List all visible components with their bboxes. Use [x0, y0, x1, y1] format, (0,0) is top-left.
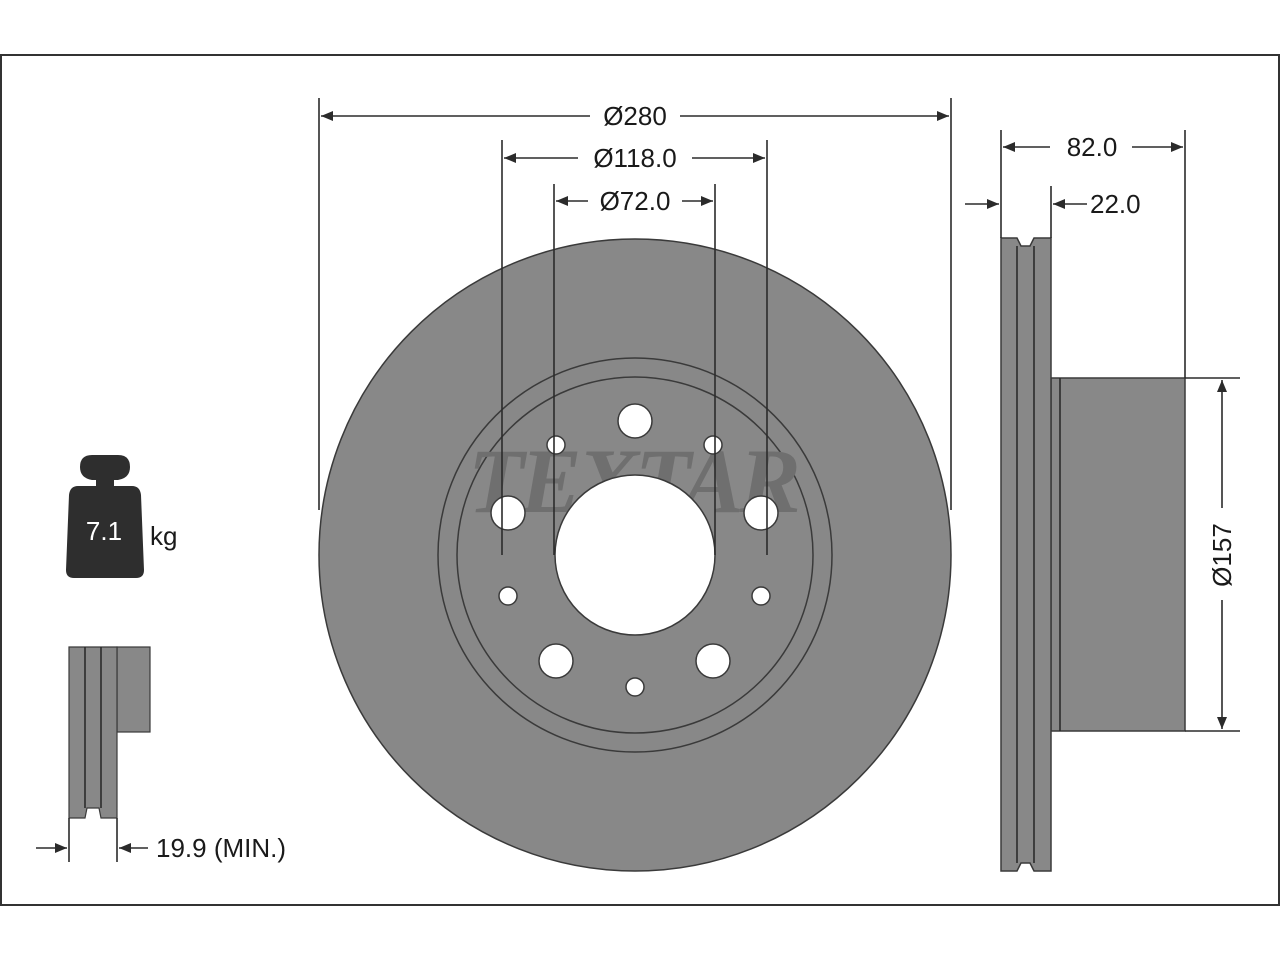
detail-hat [116, 646, 151, 733]
bolt-hole [695, 643, 731, 679]
center-bore [554, 474, 716, 636]
small-hole [625, 677, 645, 697]
dim-thickness-label: 22.0 [1090, 189, 1141, 219]
bolt-hole [743, 495, 779, 531]
weight-icon: 7.1 [66, 455, 144, 578]
small-hole [498, 586, 518, 606]
min-thickness-detail: 19.9 (MIN.) [36, 646, 286, 863]
dim-hat-diameter-label: Ø157 [1207, 523, 1237, 587]
weight-value: 7.1 [86, 516, 122, 546]
disc-side-view [1000, 237, 1186, 872]
detail-ring [68, 646, 118, 819]
disc-front-view: TEXTAR [318, 238, 952, 872]
small-hole [546, 435, 566, 455]
dim-bolt-circle: Ø118.0 [504, 143, 765, 173]
dim-thickness: 22.0 [965, 189, 1141, 219]
dim-height: 82.0 [1003, 132, 1183, 162]
small-hole [751, 586, 771, 606]
bolt-hole [538, 643, 574, 679]
bolt-hole [490, 495, 526, 531]
side-hat [1050, 377, 1186, 732]
side-friction-ring [1000, 237, 1052, 872]
dim-min-thickness-label: 19.9 (MIN.) [156, 833, 286, 863]
dim-outer-diameter: Ø280 [321, 101, 949, 131]
dim-center-bore-label: Ø72.0 [600, 186, 671, 216]
small-hole [703, 435, 723, 455]
dim-center-bore: Ø72.0 [556, 186, 713, 216]
dim-hat-diameter: Ø157 [1207, 380, 1237, 729]
front-extension-lines [318, 98, 952, 555]
weight-unit: kg [150, 521, 177, 551]
dim-outer-diameter-label: Ø280 [603, 101, 667, 131]
dim-bolt-circle-label: Ø118.0 [593, 143, 676, 173]
bolt-hole [617, 403, 653, 439]
dim-height-label: 82.0 [1067, 132, 1118, 162]
side-extension-lines [1000, 130, 1240, 732]
